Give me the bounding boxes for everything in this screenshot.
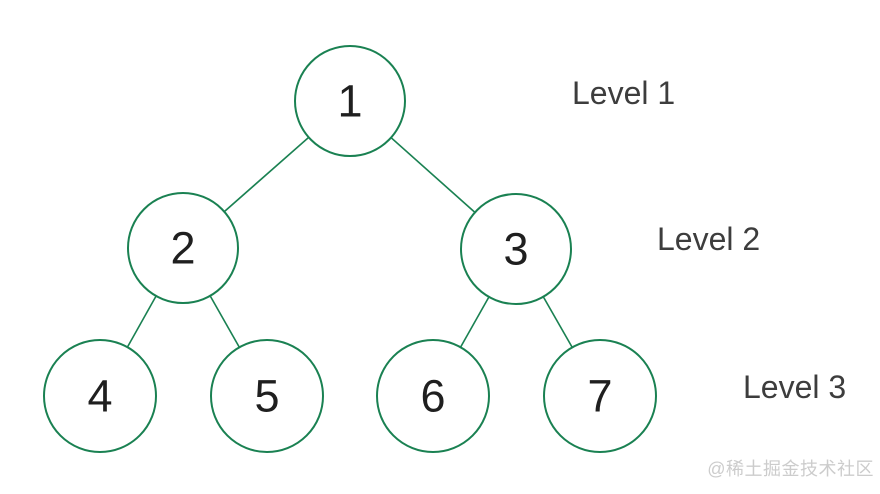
- node-value-4: 4: [87, 371, 112, 422]
- node-circle-3: [460, 193, 572, 305]
- node-value-3: 3: [503, 224, 528, 275]
- node-circle-2: [127, 192, 239, 304]
- level-label-3: Level 3: [743, 369, 846, 405]
- level-label-2: Level 2: [657, 221, 760, 257]
- node-value-6: 6: [420, 371, 445, 422]
- node-circle-5: [210, 339, 324, 453]
- node-value-7: 7: [587, 371, 612, 422]
- node-value-2: 2: [170, 223, 195, 274]
- node-value-1: 1: [337, 76, 362, 127]
- level-label-1: Level 1: [572, 75, 675, 111]
- node-circle-6: [376, 339, 490, 453]
- node-circle-4: [43, 339, 157, 453]
- node-value-5: 5: [254, 371, 279, 422]
- node-circle-1: [294, 45, 406, 157]
- watermark: @稀土掘金技术社区: [707, 459, 874, 479]
- node-circle-7: [543, 339, 657, 453]
